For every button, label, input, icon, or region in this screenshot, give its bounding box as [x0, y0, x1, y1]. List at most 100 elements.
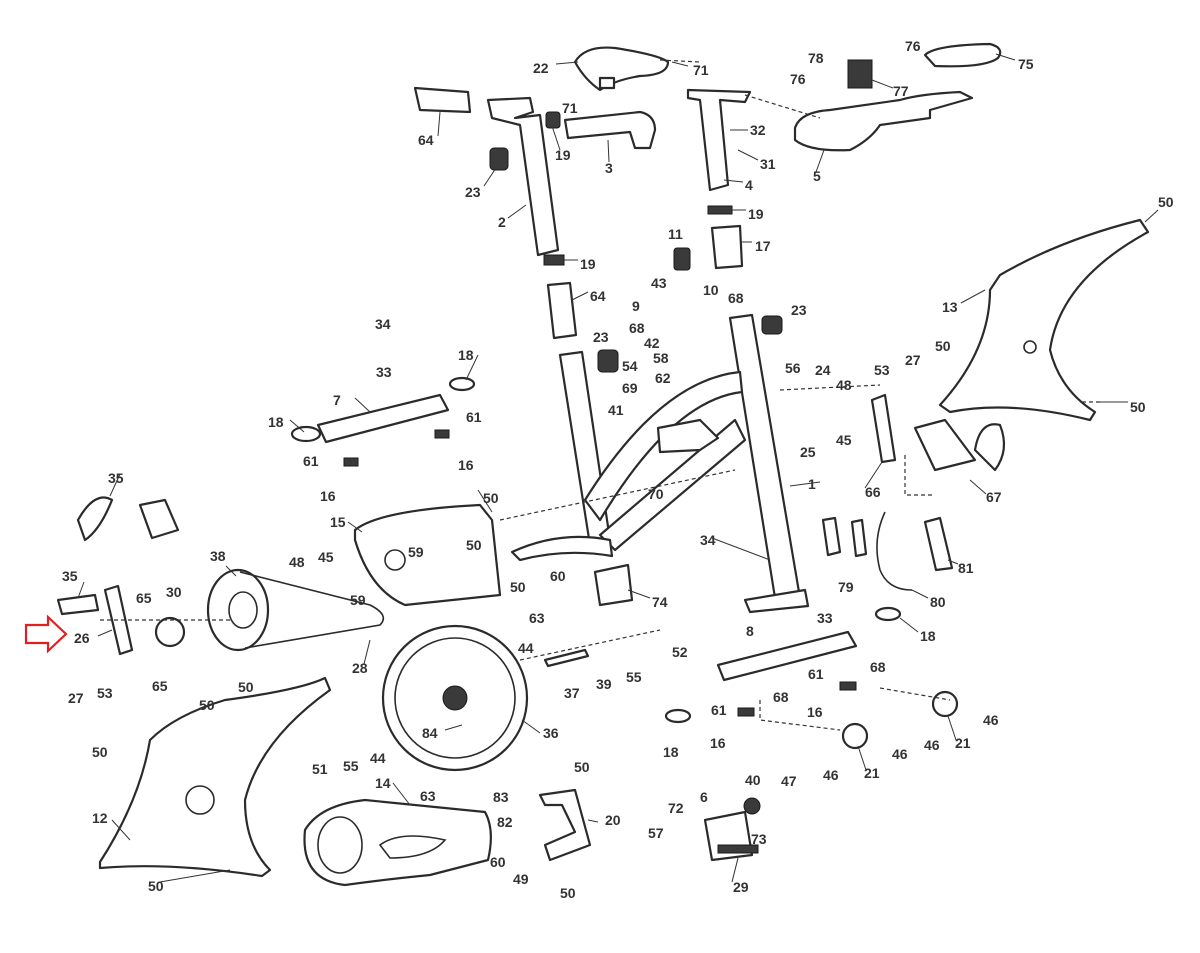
rear-stabilizer: [716, 630, 858, 682]
drive-belt: [239, 571, 385, 649]
part-number-label: 55: [343, 758, 359, 774]
leader-line: [607, 139, 610, 163]
cable-80: [876, 511, 913, 591]
axle-37: [543, 648, 590, 668]
part-number-label: 35: [108, 470, 124, 486]
pedal-67: [913, 418, 977, 472]
part-number-label: 30: [166, 584, 182, 600]
part-number-label: 20: [605, 812, 621, 828]
wheel-21a: [931, 690, 959, 718]
leader-line: [571, 291, 589, 301]
inner-cover: [353, 503, 502, 607]
handlebar-post: [686, 88, 752, 192]
end-cap-64a: [413, 86, 472, 114]
plate-79b: [850, 518, 868, 558]
pedal-35: [56, 593, 100, 616]
end-cap-18d: [664, 708, 692, 724]
part-number-label: 29: [733, 879, 749, 895]
leader-line: [864, 461, 883, 489]
leader-line: [483, 167, 497, 187]
left-stabilizer: [98, 676, 332, 878]
flywheel: [381, 624, 529, 772]
part-number-label: 23: [593, 329, 609, 345]
part-number-label: 23: [465, 184, 481, 200]
part-number-label: 43: [651, 275, 667, 291]
part-number-label: 84: [422, 725, 438, 741]
left-stabilizer-hole: [185, 785, 215, 815]
leader-line: [671, 61, 689, 67]
part-number-label: 67: [986, 489, 1002, 505]
part-number-label: 21: [955, 735, 971, 751]
leader-line: [347, 459, 353, 463]
leader-line: [911, 589, 929, 599]
part-number-label: 54: [622, 358, 638, 374]
part-number-label: 18: [458, 347, 474, 363]
part-number-label: 19: [555, 147, 571, 163]
part-number-label: 10: [703, 282, 719, 298]
part-number-label: 33: [376, 364, 392, 380]
leader-line: [737, 149, 759, 161]
handlebar: [793, 90, 974, 152]
leader-line: [111, 819, 131, 841]
part-number-label: 14: [375, 775, 391, 791]
part-number-label: 3: [605, 160, 613, 176]
part-number-label: 46: [924, 737, 940, 753]
part-number-label: 59: [350, 592, 366, 608]
part-number-label: 50: [238, 679, 254, 695]
right-stabilizer: [938, 218, 1150, 422]
part-number-label: 15: [330, 514, 346, 530]
part-number-label: 16: [458, 457, 474, 473]
bushing-19b: [543, 254, 565, 266]
pedal-cage-35: [138, 498, 180, 540]
part-number-label: 46: [892, 746, 908, 762]
part-number-label: 61: [808, 666, 824, 682]
part-number-label: 23: [791, 302, 807, 318]
front-stabilizer: [316, 393, 450, 444]
part-number-label: 71: [693, 62, 709, 78]
leader-line: [1144, 209, 1159, 223]
part-number-label: 44: [370, 750, 386, 766]
part-number-label: 45: [318, 549, 334, 565]
part-number-label: 31: [760, 156, 776, 172]
part-number-label: 50: [574, 759, 590, 775]
part-number-label: 82: [497, 814, 513, 830]
part-number-label: 61: [711, 702, 727, 718]
resistance-assembly-74: [593, 563, 634, 607]
console-75: [923, 42, 1002, 68]
part-number-label: 45: [836, 432, 852, 448]
leader-line: [354, 397, 371, 413]
part-number-label: 44: [518, 640, 534, 656]
part-number-label: 49: [513, 871, 529, 887]
part-number-label: 13: [942, 299, 958, 315]
leader-line: [960, 289, 986, 304]
stabilizer-hole: [1023, 340, 1037, 354]
part-number-label: 70: [648, 486, 664, 502]
part-number-label: 28: [352, 660, 368, 676]
leader-line: [815, 149, 825, 173]
part-number-label: 78: [808, 50, 824, 66]
part-number-label: 53: [97, 685, 113, 701]
knob-23b: [597, 349, 619, 373]
part-number-label: 16: [320, 488, 336, 504]
leader-line: [789, 481, 821, 487]
part-number-label: 1: [808, 476, 816, 492]
leader-line: [995, 53, 1016, 61]
part-number-label: 50: [1158, 194, 1174, 210]
knob-19a: [545, 111, 561, 129]
part-number-label: 55: [626, 669, 642, 685]
part-number-label: 80: [930, 594, 946, 610]
leader-line: [109, 473, 121, 497]
sleeve-64b: [546, 281, 578, 340]
part-number-label: 42: [644, 335, 660, 351]
part-number-label: 50: [92, 744, 108, 760]
leader-line: [392, 782, 411, 806]
part-number-label: 9: [632, 298, 640, 314]
part-number-label: 65: [136, 590, 152, 606]
leader-line: [444, 724, 463, 731]
leveler-16b: [434, 429, 450, 439]
part-number-label: 33: [817, 610, 833, 626]
part-number-label: 69: [622, 380, 638, 396]
